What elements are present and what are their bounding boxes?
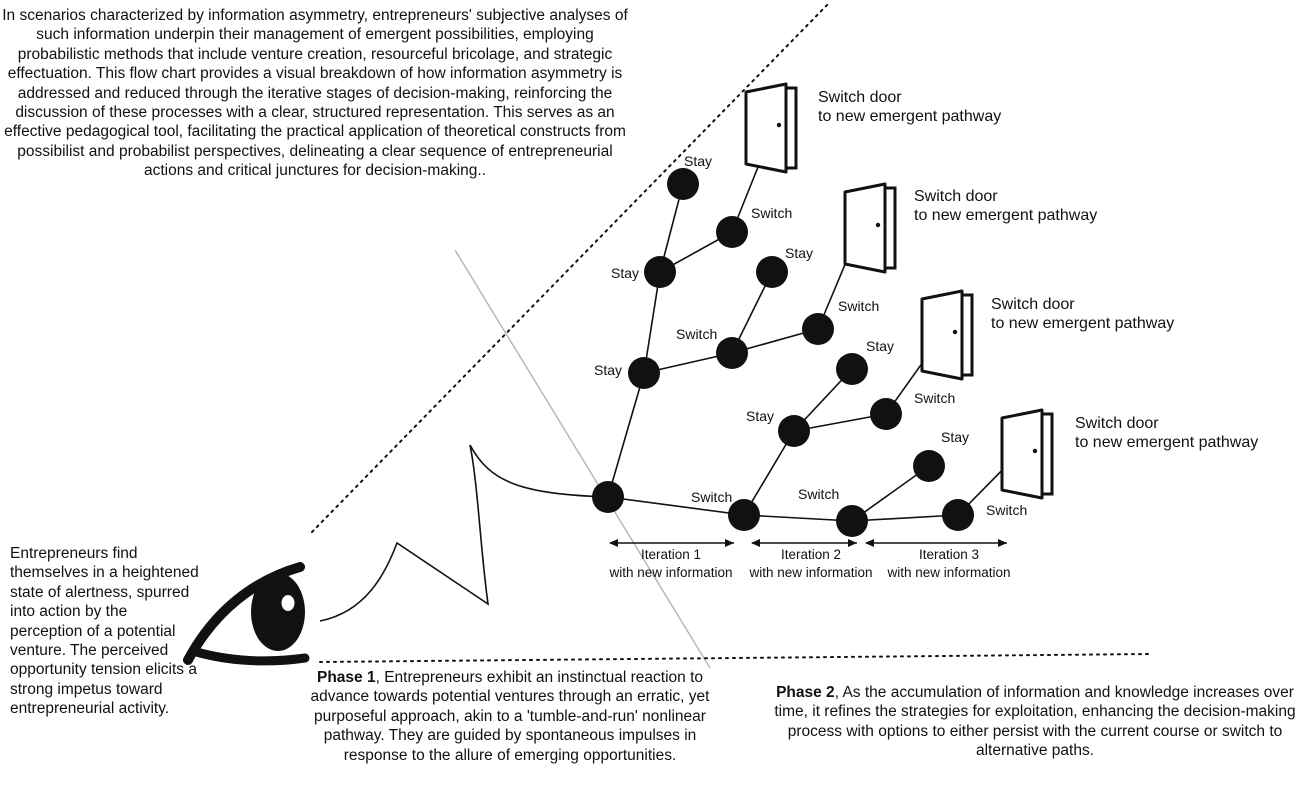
tumble-and-run-path: [319, 444, 609, 622]
phase-baseline-dotted: [319, 653, 1151, 663]
stay-label: Stay: [941, 429, 969, 445]
phase1-title: Phase 1: [316, 669, 376, 686]
node: [778, 415, 810, 447]
iteration-1-label: Iteration 1: [641, 547, 701, 562]
node: [716, 216, 748, 248]
node: [870, 398, 902, 430]
intro-paragraph: In scenarios characterized by informatio…: [2, 7, 628, 180]
node: [836, 353, 868, 385]
iteration-2-label: Iteration 2: [781, 547, 841, 562]
switch-label: Switch: [798, 486, 839, 502]
phase2-title: Phase 2: [776, 684, 835, 701]
door-caption-1-line2: to new emergent pathway: [818, 108, 1001, 125]
switch-label: Switch: [914, 390, 955, 406]
iteration-1-sublabel: with new information: [608, 565, 732, 580]
alertness-note: Entrepreneurs find themselves in a heigh…: [10, 545, 199, 718]
door-icon: [920, 289, 974, 381]
stay-label: Stay: [866, 338, 894, 354]
vision-boundary-dotted: [311, 1, 831, 533]
switch-label: Switch: [838, 298, 879, 314]
iteration-3-label: Iteration 3: [919, 547, 979, 562]
node: [802, 313, 834, 345]
door-caption-4-line1: Switch door: [1075, 415, 1159, 432]
switch-label: Switch: [691, 489, 732, 505]
eye-icon: [183, 562, 310, 666]
node: [728, 499, 760, 531]
node: [756, 256, 788, 288]
phase1-body: , Entrepreneurs exhibit an instinctual r…: [310, 669, 710, 764]
iteration-2-sublabel: with new information: [748, 565, 872, 580]
door-icon: [843, 182, 897, 274]
iteration-3-sublabel: with new information: [886, 565, 1010, 580]
node: [942, 499, 974, 531]
door-caption-3-line2: to new emergent pathway: [991, 315, 1174, 332]
door-caption-4-line2: to new emergent pathway: [1075, 434, 1258, 451]
door-caption-2-line1: Switch door: [914, 188, 998, 205]
door-caption-3-line1: Switch door: [991, 296, 1075, 313]
phase1-caption: Phase 1, Entrepreneurs exhibit an instin…: [300, 668, 720, 765]
switch-label: Switch: [676, 326, 717, 342]
node: [644, 256, 676, 288]
node: [667, 168, 699, 200]
stay-label: Stay: [594, 362, 622, 378]
decision-nodes: [592, 168, 974, 537]
switch-label: Switch: [751, 205, 792, 221]
stay-label: Stay: [611, 265, 639, 281]
door-icon: [1000, 408, 1054, 500]
switch-label: Switch: [986, 502, 1027, 518]
door-caption-1-line1: Switch door: [818, 89, 902, 106]
node: [716, 337, 748, 369]
door-caption-2-line2: to new emergent pathway: [914, 207, 1097, 224]
phase2-body: , As the accumulation of information and…: [774, 684, 1296, 760]
stay-label: Stay: [684, 153, 712, 169]
stay-label: Stay: [785, 245, 813, 261]
phase2-caption: Phase 2, As the accumulation of informat…: [770, 683, 1300, 761]
door-icon: [744, 82, 798, 174]
phase-divider-line: [454, 249, 711, 669]
node: [836, 505, 868, 537]
node: [913, 450, 945, 482]
node: [628, 357, 660, 389]
node-origin: [592, 481, 624, 513]
stay-label: Stay: [746, 408, 774, 424]
